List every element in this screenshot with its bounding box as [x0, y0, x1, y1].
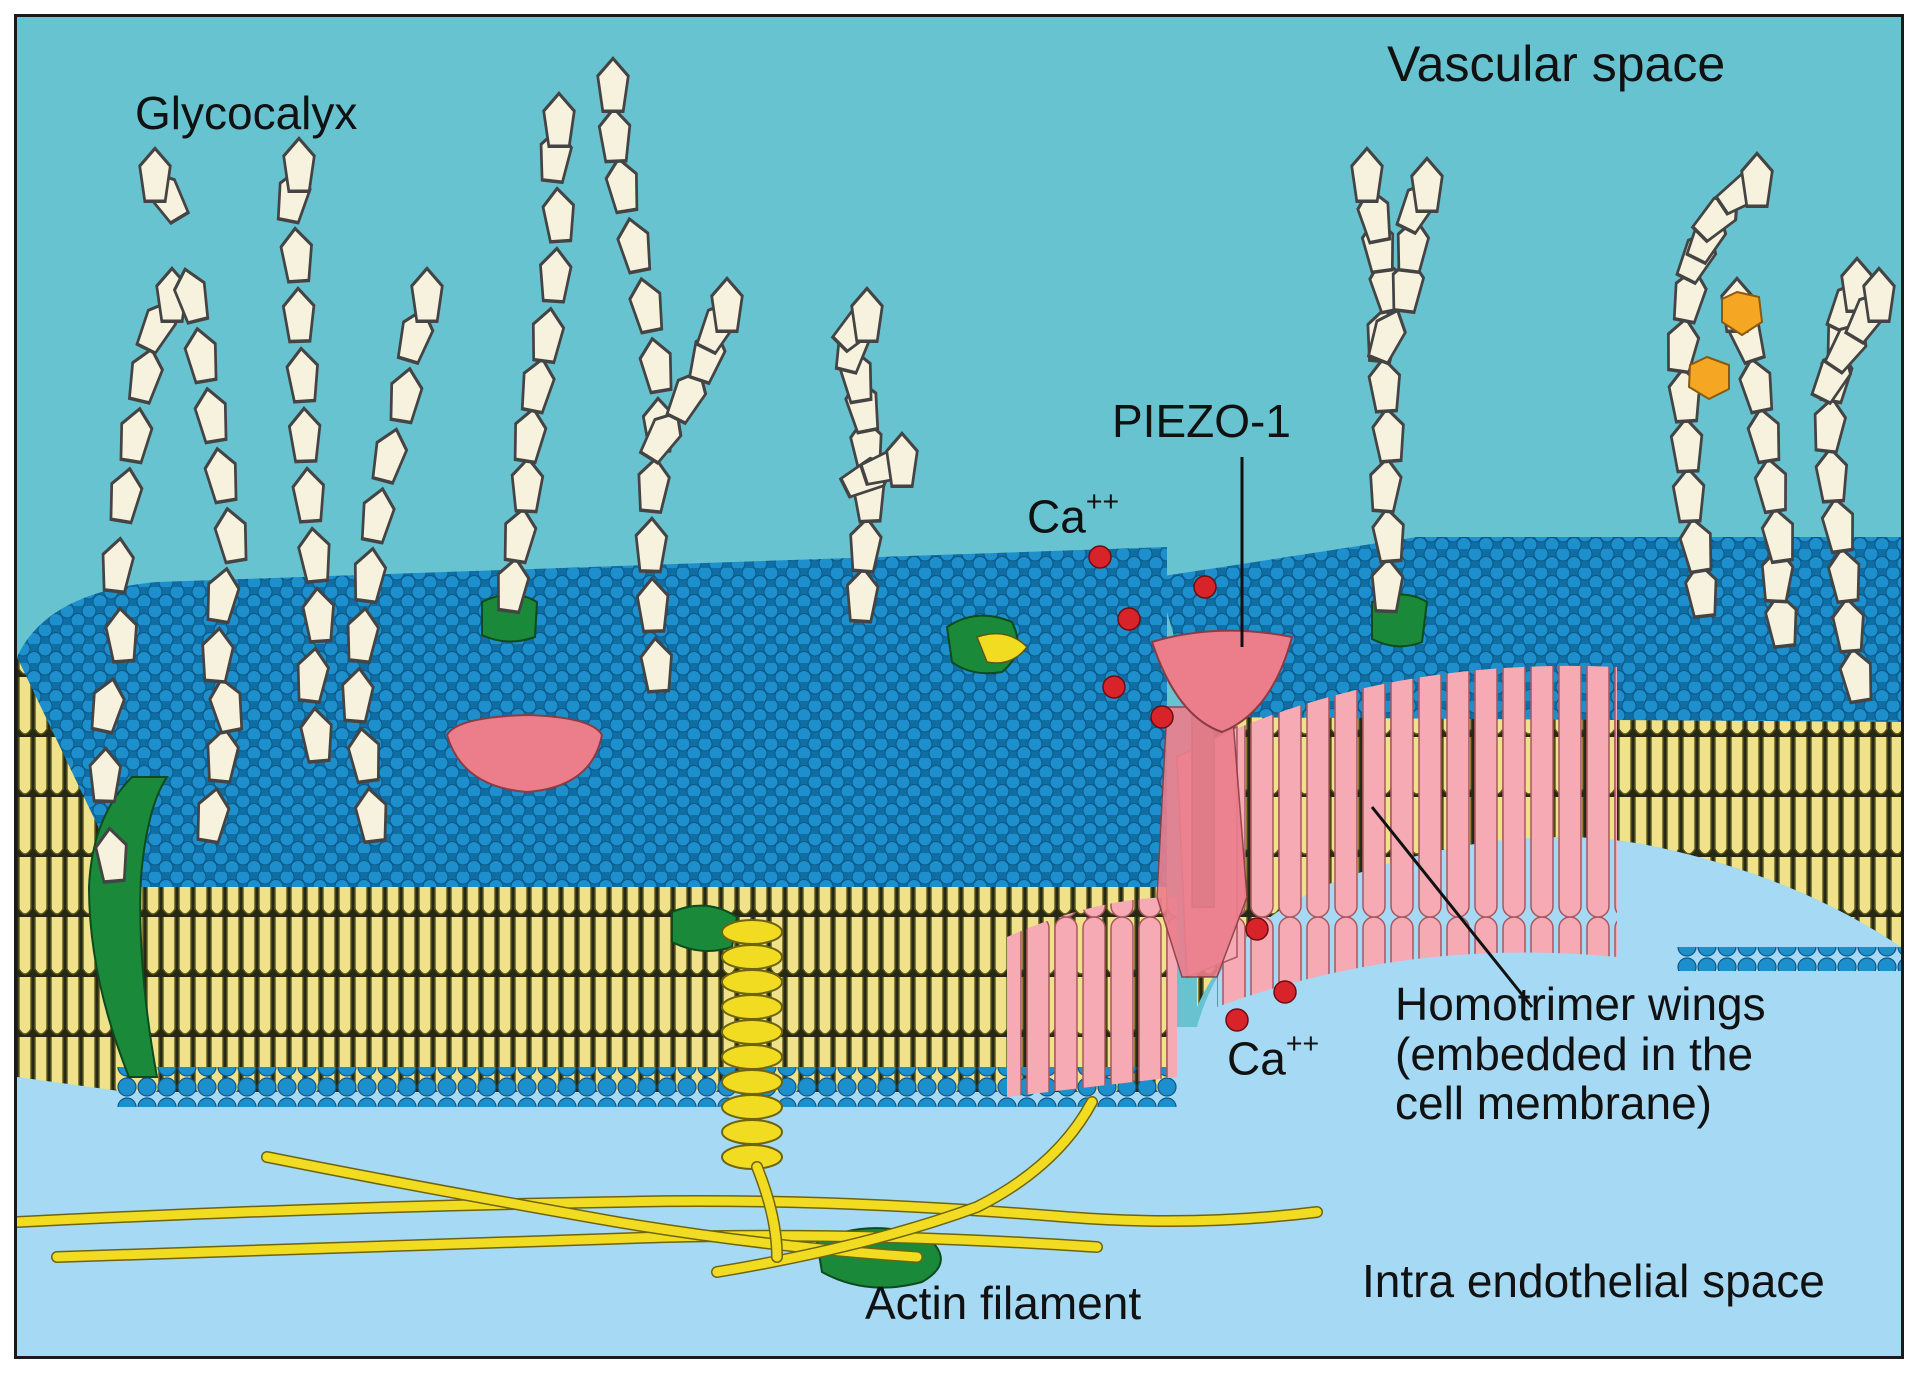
homotrimer-line-1: Homotrimer wings — [1395, 978, 1766, 1030]
vascular-space-label: Vascular space — [1387, 36, 1726, 92]
calcium-label-upper: Ca++ — [1027, 487, 1119, 542]
homotrimer-wings-label: Homotrimer wings (embedded in the cell m… — [1395, 978, 1766, 1130]
membrane-illustration — [17, 17, 1901, 1356]
piezo1-channel — [1150, 629, 1294, 978]
homotrimer-line-3: cell membrane) — [1395, 1077, 1712, 1130]
actin-filaments — [17, 1096, 1323, 1278]
diagram-frame: Glycocalyx Vascular space PIEZO-1 Ca++ C… — [14, 14, 1904, 1359]
calcium-ions — [1088, 545, 1297, 1032]
calcium-label-lower-charge: ++ — [1285, 1028, 1320, 1060]
leader-lines — [1240, 457, 1534, 1008]
glycocalyx-label: Glycocalyx — [135, 87, 358, 139]
calcium-label-lower: Ca++ — [1227, 1029, 1319, 1084]
calcium-label-upper-charge: ++ — [1085, 486, 1120, 518]
calcium-label-lower-base: Ca — [1227, 1032, 1286, 1085]
homotrimer-line-2: (embedded in the — [1395, 1027, 1754, 1080]
intra-endothelial-space-label: Intra endothelial space — [1362, 1255, 1825, 1307]
surface-pink-protein — [445, 713, 604, 794]
lipid-bilayer-left — [17, 547, 1177, 1107]
actin-filament-label: Actin filament — [865, 1277, 1142, 1329]
helical-transmembrane-protein — [721, 919, 783, 1170]
calcium-label-upper-base: Ca — [1027, 490, 1086, 543]
piezo1-label: PIEZO-1 — [1112, 395, 1291, 447]
orange-sugar-groups — [1687, 290, 1764, 401]
